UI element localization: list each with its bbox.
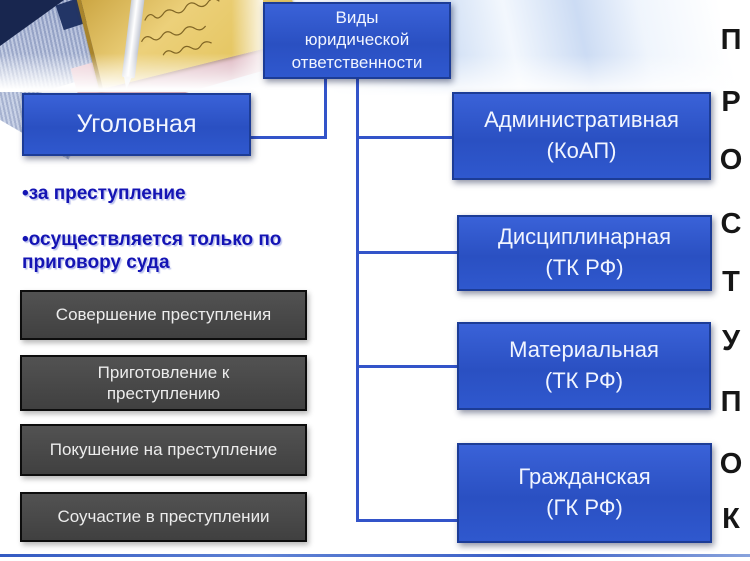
vertical-letter-3: О — [719, 144, 743, 176]
node-material: Материальная (ТК РФ) — [457, 322, 711, 410]
stage-box-complicity: Соучастие в преступлении — [20, 492, 307, 542]
connector-branch-civil — [356, 519, 459, 522]
node-material-name: Материальная — [509, 337, 659, 363]
vertical-letter-2: Р — [721, 86, 741, 118]
node-material-code: (ТК РФ) — [544, 368, 624, 393]
node-disciplinary-code: (ТК РФ) — [545, 255, 624, 280]
node-disciplinary: Дисциплинарная (ТК РФ) — [457, 215, 712, 291]
vertical-letter-4: С — [720, 208, 742, 240]
connector-branch-material — [359, 365, 459, 368]
connector-trunk-vertical — [356, 79, 359, 522]
node-criminal: Уголовная — [22, 93, 251, 156]
stage-box-preparation: Приготовление к преступлению — [20, 355, 307, 411]
photo-fade-overlay — [0, 0, 263, 92]
node-administrative: Административная (КоАП) — [452, 92, 711, 180]
vertical-letter-9: К — [722, 503, 740, 535]
node-administrative-code: (КоАП) — [546, 138, 617, 163]
node-civil-code: (ГК РФ) — [546, 495, 623, 520]
connector-title-to-criminal-vertical — [324, 79, 327, 139]
node-administrative-name: Административная — [484, 107, 679, 133]
stage-box-commission: Совершение преступления — [20, 290, 307, 340]
vertical-letter-5: Т — [722, 266, 740, 298]
vertical-letter-8: О — [719, 448, 743, 480]
stage-box-complicity-label: Соучастие в преступлении — [57, 507, 270, 527]
bottom-accent-bar — [0, 554, 750, 557]
node-disciplinary-name: Дисциплинарная — [497, 224, 672, 250]
vertical-letter-7: П — [720, 386, 742, 418]
vertical-letter-6: У — [721, 325, 741, 357]
root-node-types-of-liability: Виды юридической ответственности — [263, 2, 451, 79]
connector-branch-disciplinary — [359, 251, 459, 254]
connector-branch-administrative — [359, 136, 454, 139]
stage-box-attempt: Покушение на преступление — [20, 424, 307, 476]
bullet-court-sentence: •осуществляется только по приговору суда — [22, 229, 282, 274]
node-criminal-label: Уголовная — [76, 110, 197, 138]
node-civil: Гражданская (ГК РФ) — [457, 443, 712, 543]
bullet-for-crime: •за преступление — [22, 183, 186, 204]
title-line-3: ответственности — [291, 52, 423, 72]
node-civil-name: Гражданская — [518, 464, 651, 490]
papers-pen-image — [0, 0, 302, 160]
stage-box-commission-label: Совершение преступления — [55, 305, 272, 325]
title-line-2: юридической — [304, 30, 410, 50]
vertical-letter-1: П — [720, 24, 742, 56]
connector-title-to-criminal-horizontal — [251, 136, 327, 139]
stage-box-attempt-label: Покушение на преступление — [49, 440, 278, 460]
title-line-1: Виды — [335, 7, 379, 27]
stage-box-preparation-label: Приготовление к преступлению — [97, 362, 230, 403]
